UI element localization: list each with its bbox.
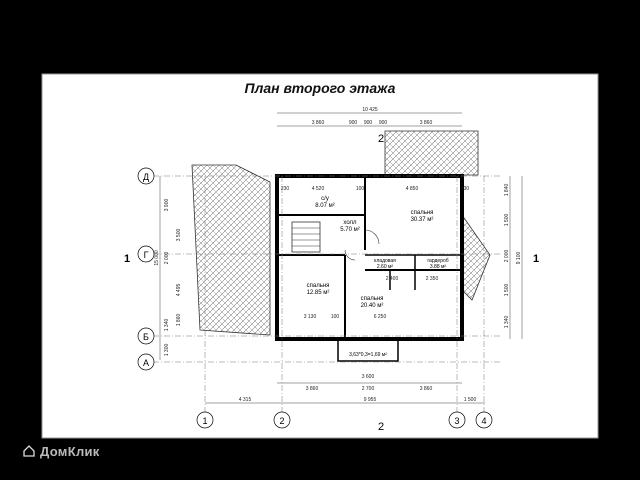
svg-text:1 500: 1 500 [504,284,510,297]
svg-text:3 860: 3 860 [312,120,325,126]
svg-text:100: 100 [356,186,365,192]
balcony [337,338,399,362]
room-area: 20.40 м² [361,303,384,309]
svg-text:4 315: 4 315 [239,397,252,403]
svg-text:230: 230 [461,186,470,192]
door-arc [364,229,380,245]
svg-text:1 860: 1 860 [176,314,182,327]
svg-text:2 350: 2 350 [426,276,439,282]
room-area: 3.88 м² [430,264,447,270]
svg-text:15 000: 15 000 [154,250,160,266]
dimension-lines [159,112,523,404]
svg-text:2 700: 2 700 [362,386,375,392]
svg-text:2 000: 2 000 [504,250,510,263]
svg-text:1 500: 1 500 [464,397,477,403]
svg-text:1 500: 1 500 [504,214,510,227]
room-area: 5.70 м² [340,227,359,233]
svg-text:900: 900 [379,120,388,126]
svg-text:3 130: 3 130 [304,314,317,320]
room-name: гардероб [427,258,448,264]
staircase [291,221,321,253]
svg-text:2 000: 2 000 [164,252,170,265]
room-area: 30.37 м² [411,217,434,223]
axis-label: Г [144,250,149,260]
balcony-label: 3,63*0,3=1,69 м² [349,352,387,358]
room-name: холл [343,220,357,226]
svg-text:3 860: 3 860 [420,120,433,126]
svg-text:3 860: 3 860 [420,386,433,392]
dimension-texts-vertical: 1 840 1 500 2 000 1 500 1 340 9 100 1 30… [154,184,522,357]
svg-text:1 840: 1 840 [504,184,510,197]
svg-text:3 600: 3 600 [362,374,375,380]
axis-label: Д [143,172,149,182]
roof-top-hatch [384,130,479,176]
section-mark-left: 1 [124,253,130,265]
section-mark-top: 2 [378,133,384,145]
room-area: 8.07 м² [315,203,334,209]
svg-text:9 100: 9 100 [516,252,522,265]
roof-right-hatch [461,213,491,301]
room-name: спальня [361,296,384,302]
room-name: спальня [411,210,434,216]
svg-text:3 900: 3 900 [164,199,170,212]
svg-text:900: 900 [349,120,358,126]
svg-text:1 340: 1 340 [164,319,170,332]
axis-markers-left: Д Г Б А [137,167,155,371]
axis-markers-bottom: 1 2 3 4 [196,411,493,429]
svg-text:3 860: 3 860 [306,386,319,392]
section-mark-right: 1 [533,253,539,265]
svg-text:4 495: 4 495 [176,284,182,297]
door-arc [344,249,356,261]
room-name: с/у [321,196,329,202]
section-mark-bottom: 2 [378,421,384,433]
domclick-logo-icon [23,445,35,457]
svg-text:10 425: 10 425 [362,107,378,113]
axis-label: А [143,358,149,368]
room-area: 12.85 м² [307,290,330,296]
svg-text:900: 900 [364,120,373,126]
room-area: 2.60 м² [377,264,394,270]
axis-lines [153,175,500,412]
svg-text:1 340: 1 340 [504,316,510,329]
sheet-frame [41,73,599,439]
svg-text:3 500: 3 500 [176,229,182,242]
dimension-texts: 10 425 3 860 900 900 900 3 860 4 520 100… [239,107,477,403]
axis-label: 2 [279,416,284,426]
svg-text:9 955: 9 955 [364,397,377,403]
svg-text:2 400: 2 400 [386,276,399,282]
axis-label: Б [143,332,149,342]
svg-text:4 520: 4 520 [312,186,325,192]
svg-text:4 850: 4 850 [406,186,419,192]
axis-label: 3 [454,416,459,426]
axis-label: 4 [481,416,486,426]
room-name: кладовая [374,258,396,264]
room-name: спальня [307,283,330,289]
svg-text:6 250: 6 250 [374,314,387,320]
stair-treads [292,227,320,247]
svg-text:100: 100 [331,314,340,320]
axis-label: 1 [202,416,207,426]
watermark-label: ДомКлик [40,444,100,459]
plan-title: План второго этажа [244,80,396,96]
svg-text:1 300: 1 300 [164,344,170,357]
svg-text:230: 230 [281,186,290,192]
roof-left-hatch [191,164,271,336]
room-labels: с/у 8.07 м² холл 5.70 м² спальня 30.37 м… [307,196,449,358]
